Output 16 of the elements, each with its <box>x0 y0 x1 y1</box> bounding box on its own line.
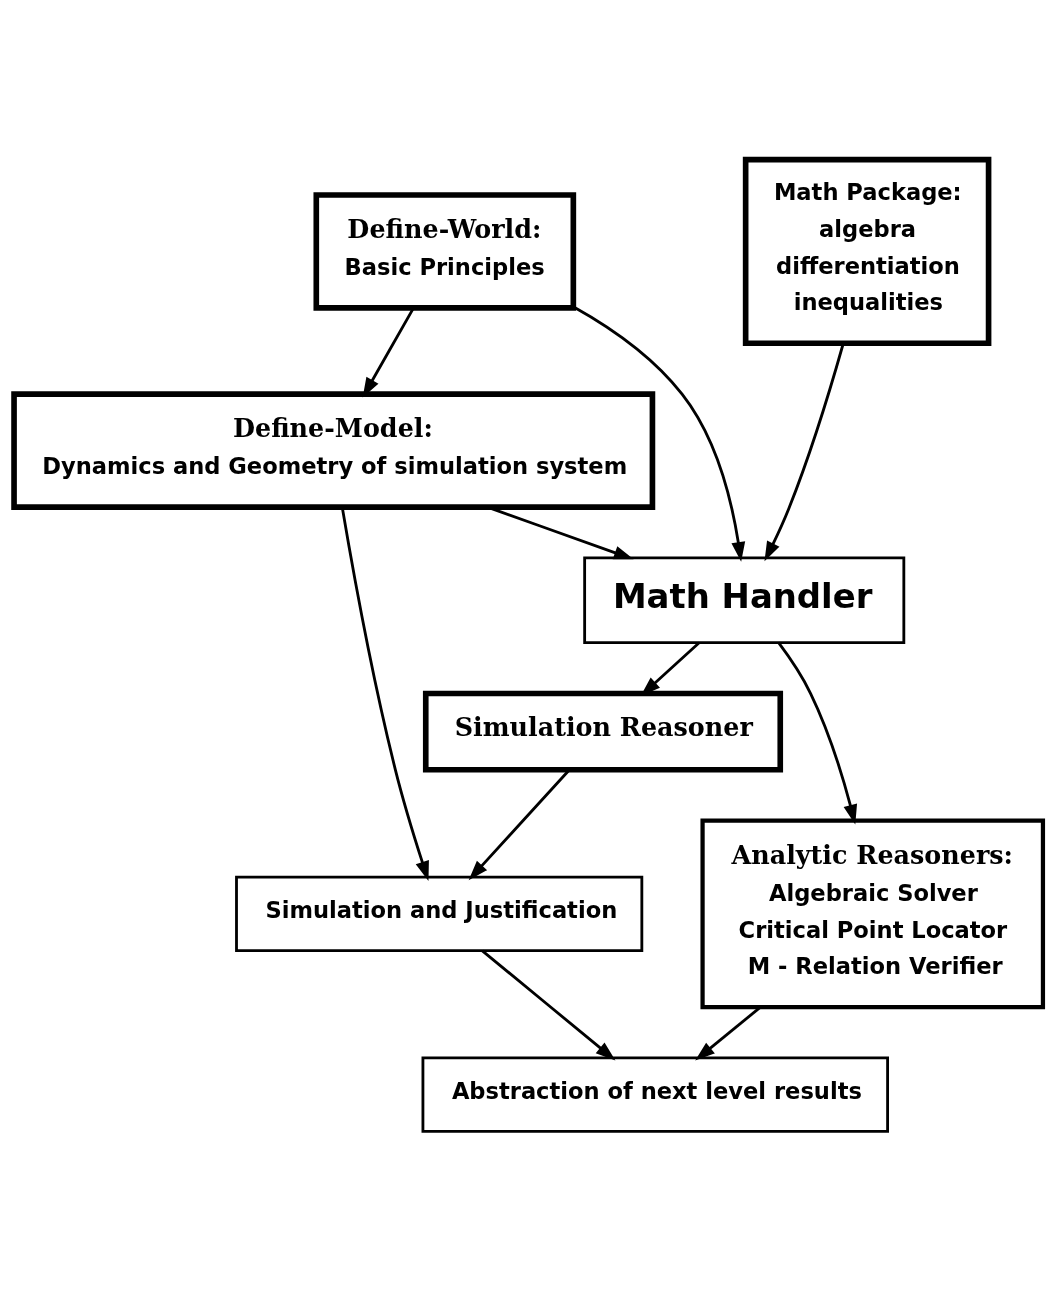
node-box: Math Package: algebra differentiation inequalities <box>742 156 992 347</box>
arrow <box>362 307 415 398</box>
arrow <box>695 1006 762 1061</box>
arrow <box>573 305 746 562</box>
node-box: Analytic Reasoners: Algebraic Solver Critical Point Locator M - Relation Verifier <box>700 818 1046 1010</box>
node-box: Simulation Reasoner <box>422 690 784 773</box>
arrow <box>481 949 616 1061</box>
node-box: Abstraction of next level results <box>421 1056 889 1133</box>
arrow <box>340 507 429 882</box>
node-box: Define-Model: Dynamics and Geometry of simulation system <box>11 391 656 510</box>
node-box: Simulation and Justification <box>235 875 644 952</box>
arrow <box>777 641 858 825</box>
node-box: Math Handler <box>583 556 906 645</box>
arrow <box>764 343 845 562</box>
arrow <box>487 505 634 560</box>
node-box: Define-World: Basic Principles <box>313 192 577 311</box>
